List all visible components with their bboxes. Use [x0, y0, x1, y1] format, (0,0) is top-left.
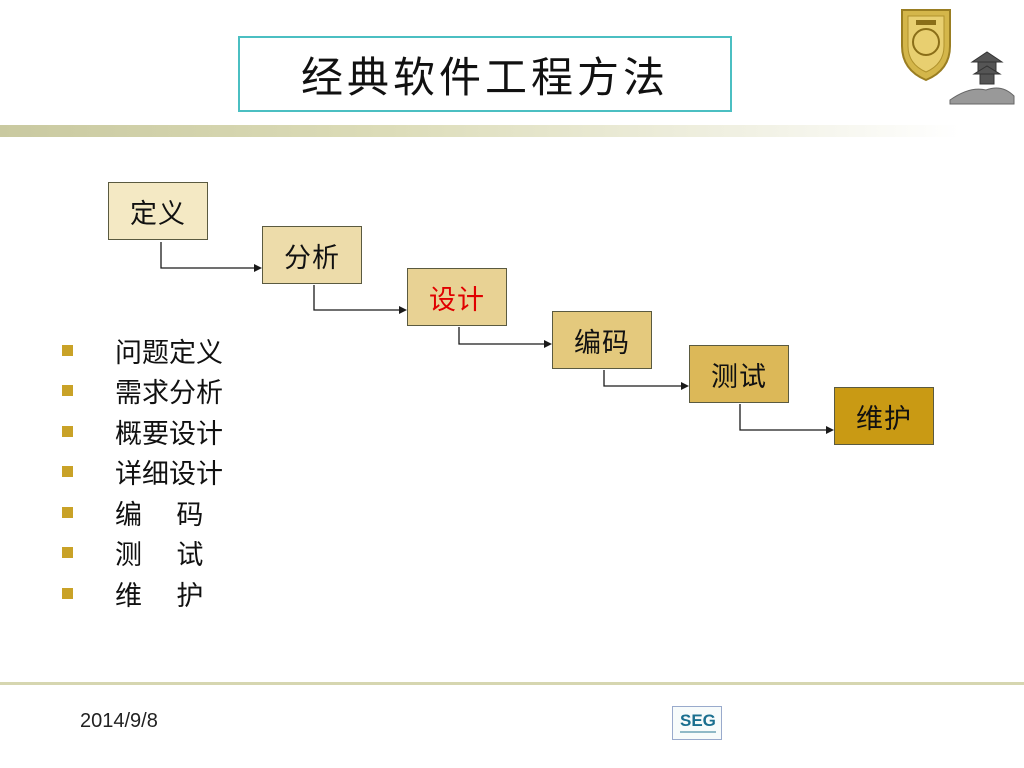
- list-item-label: 需求分析: [115, 378, 223, 410]
- square-bullet-icon: [62, 547, 73, 559]
- header-rule: [0, 125, 960, 137]
- slide-date: 2014/9/8: [80, 710, 158, 732]
- list-item-label: 概要设计: [115, 418, 223, 450]
- phase-list: 问题定义 需求分析 概要设计 详细设计 编 码 测 试 维 护: [62, 330, 251, 614]
- list-item: 详细设计: [62, 452, 251, 493]
- list-item-label: 问题定义: [115, 337, 223, 369]
- square-bullet-icon: [62, 425, 73, 437]
- square-bullet-icon: [62, 385, 73, 397]
- square-bullet-icon: [62, 466, 73, 478]
- square-bullet-icon: [62, 344, 73, 356]
- step-design: 设计: [407, 268, 507, 326]
- list-item: 问题定义: [62, 330, 251, 371]
- list-item: 编 码: [62, 492, 251, 533]
- list-item-label: 编 码: [115, 499, 204, 531]
- seg-logo-text: SEG: [680, 711, 716, 730]
- footer-rule: [0, 682, 1024, 685]
- seg-logo-icon: SEG: [672, 706, 722, 740]
- list-item-label: 维 护: [115, 580, 204, 612]
- list-item-label: 详细设计: [115, 459, 223, 491]
- list-item: 概要设计: [62, 411, 251, 452]
- slide-title: 经典软件工程方法: [238, 36, 732, 112]
- step-analysis: 分析: [262, 226, 362, 284]
- list-item: 需求分析: [62, 371, 251, 412]
- seg-logo-underline: [680, 731, 716, 733]
- step-coding: 编码: [552, 311, 652, 369]
- list-item-label: 测 试: [115, 540, 204, 572]
- square-bullet-icon: [62, 587, 73, 599]
- pagoda-icon: [949, 51, 1015, 105]
- square-bullet-icon: [62, 506, 73, 518]
- list-item: 维 护: [62, 573, 251, 614]
- step-define: 定义: [108, 182, 208, 240]
- university-emblem-icon: [901, 9, 1015, 105]
- list-item: 测 试: [62, 533, 251, 574]
- step-testing: 测试: [689, 345, 789, 403]
- step-maintenance: 维护: [834, 387, 934, 445]
